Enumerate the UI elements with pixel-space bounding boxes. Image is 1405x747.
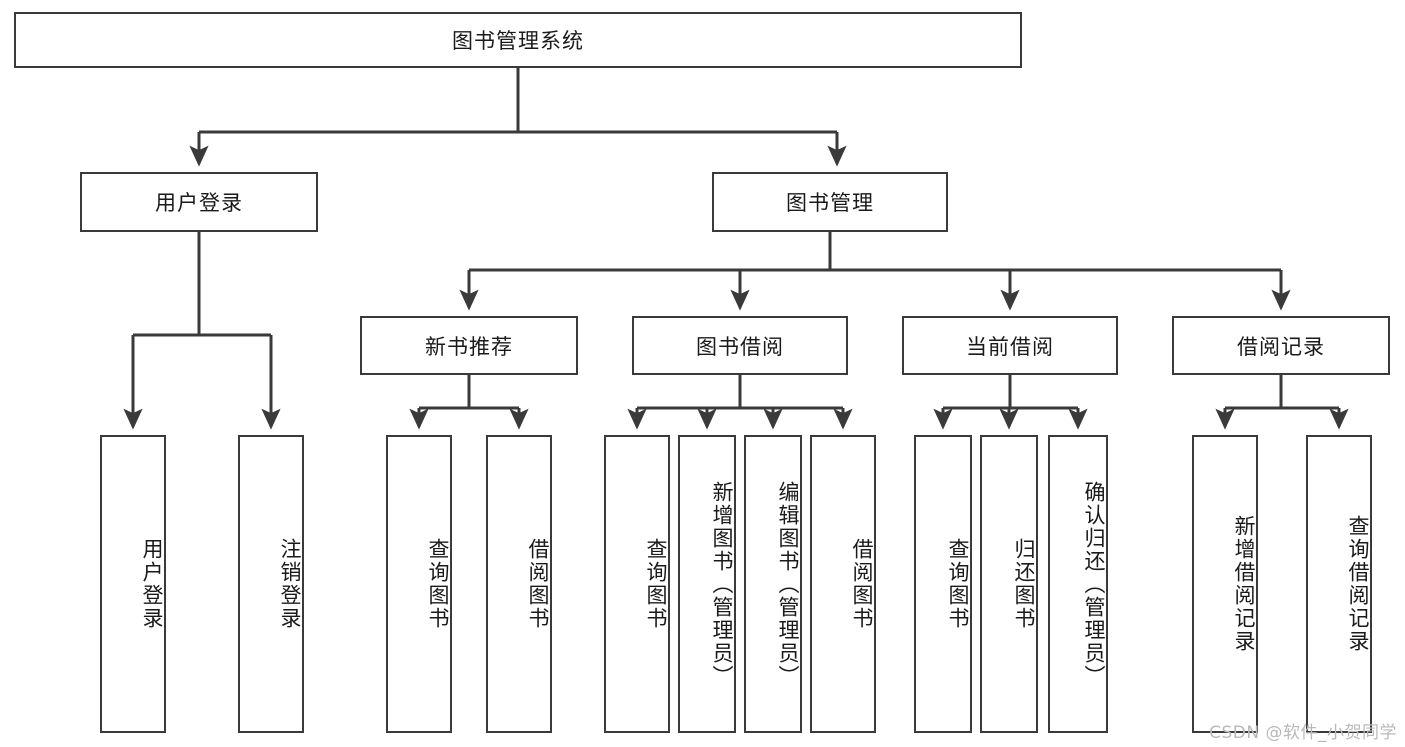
node-leaf-query-borrow-record-label: 查询借阅记录 [1346, 515, 1370, 653]
node-leaf-query-book-1-label: 查询图书 [426, 538, 450, 630]
node-leaf-edit-book-label: 编辑图书（管理员） [776, 480, 800, 688]
node-book-borrow-label: 图书借阅 [696, 334, 784, 359]
node-book-borrow[interactable]: 图书借阅 [632, 316, 848, 375]
node-book-manage[interactable]: 图书管理 [712, 172, 948, 232]
node-leaf-query-book-2[interactable]: 查询图书 [604, 435, 670, 733]
node-new-book-recommend[interactable]: 新书推荐 [360, 316, 578, 375]
node-current-borrow-label: 当前借阅 [966, 334, 1054, 359]
node-leaf-query-book-3-label: 查询图书 [946, 538, 970, 630]
node-new-book-recommend-label: 新书推荐 [425, 334, 513, 359]
node-borrow-record[interactable]: 借阅记录 [1172, 316, 1390, 375]
node-leaf-query-book-3[interactable]: 查询图书 [914, 435, 972, 733]
node-leaf-add-book-label: 新增图书（管理员） [710, 480, 734, 688]
node-leaf-query-borrow-record[interactable]: 查询借阅记录 [1306, 435, 1372, 733]
node-leaf-borrow-book-1-label: 借阅图书 [526, 538, 550, 630]
node-leaf-add-borrow-record-label: 新增借阅记录 [1232, 515, 1256, 653]
node-leaf-user-login[interactable]: 用户登录 [100, 435, 166, 733]
node-leaf-query-book-1[interactable]: 查询图书 [386, 435, 452, 733]
node-leaf-user-logout-label: 注销登录 [278, 538, 302, 630]
node-root-label: 图书管理系统 [452, 29, 584, 53]
node-leaf-add-book[interactable]: 新增图书（管理员） [678, 435, 736, 733]
node-leaf-confirm-return[interactable]: 确认归还（管理员） [1048, 435, 1108, 733]
node-user-login[interactable]: 用户登录 [80, 172, 318, 232]
node-leaf-borrow-book-1[interactable]: 借阅图书 [486, 435, 552, 733]
node-root[interactable]: 图书管理系统 [14, 12, 1022, 68]
node-borrow-record-label: 借阅记录 [1237, 334, 1325, 359]
node-leaf-return-book[interactable]: 归还图书 [980, 435, 1038, 733]
node-book-manage-label: 图书管理 [786, 191, 874, 215]
node-leaf-query-book-2-label: 查询图书 [644, 538, 668, 630]
node-leaf-edit-book[interactable]: 编辑图书（管理员） [744, 435, 802, 733]
watermark: CSDN @软件_小贺同学 [1209, 723, 1397, 743]
node-leaf-borrow-book-2-label: 借阅图书 [850, 538, 874, 630]
node-leaf-borrow-book-2[interactable]: 借阅图书 [810, 435, 876, 733]
node-leaf-add-borrow-record[interactable]: 新增借阅记录 [1192, 435, 1258, 733]
node-leaf-user-logout[interactable]: 注销登录 [238, 435, 304, 733]
node-current-borrow[interactable]: 当前借阅 [902, 316, 1118, 375]
node-leaf-confirm-return-label: 确认归还（管理员） [1082, 480, 1106, 688]
node-leaf-user-login-label: 用户登录 [140, 538, 164, 630]
node-leaf-return-book-label: 归还图书 [1012, 538, 1036, 630]
node-user-login-label: 用户登录 [155, 191, 243, 215]
